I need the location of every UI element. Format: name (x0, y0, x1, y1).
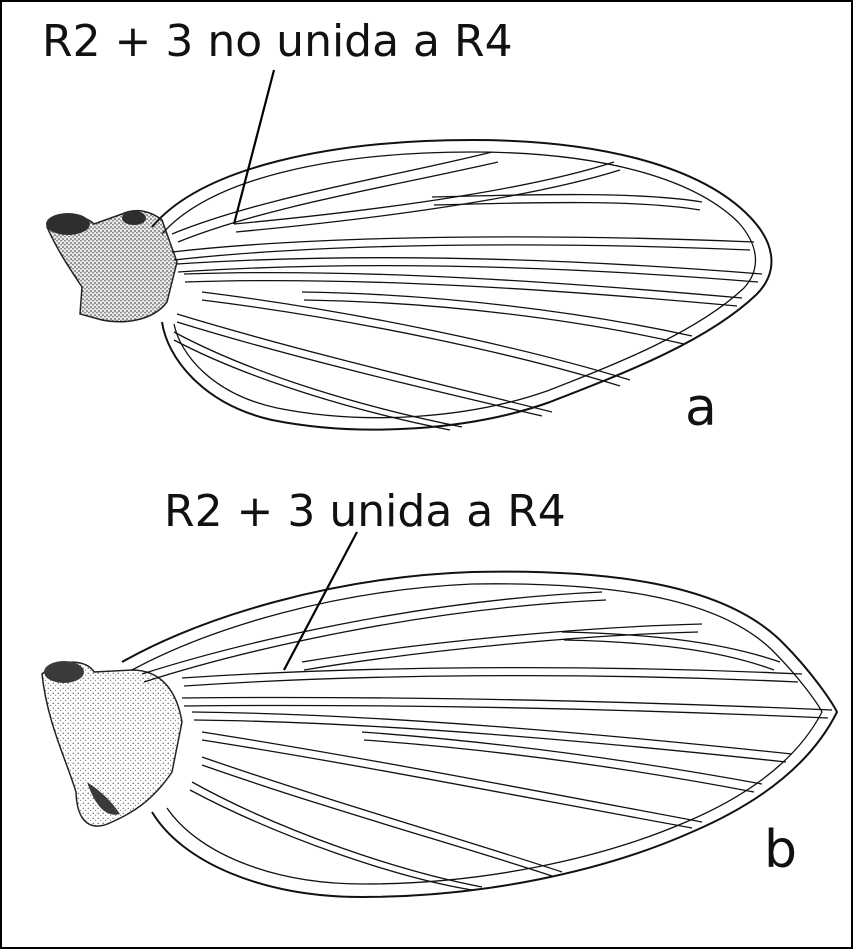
panel-label-b: b (764, 824, 797, 876)
annotation-a: R2 + 3 no unida a R4 (42, 20, 513, 64)
wing-a-leader-line (234, 70, 274, 224)
wing-b-leader-line (284, 532, 357, 670)
wing-b (42, 532, 837, 897)
wing-a-veins (172, 152, 762, 430)
wing-b-base (42, 662, 182, 826)
panel-label-a: a (685, 382, 717, 434)
annotation-b: R2 + 3 unida a R4 (164, 490, 566, 534)
wing-b-veins (142, 592, 832, 890)
wing-a (46, 70, 771, 430)
